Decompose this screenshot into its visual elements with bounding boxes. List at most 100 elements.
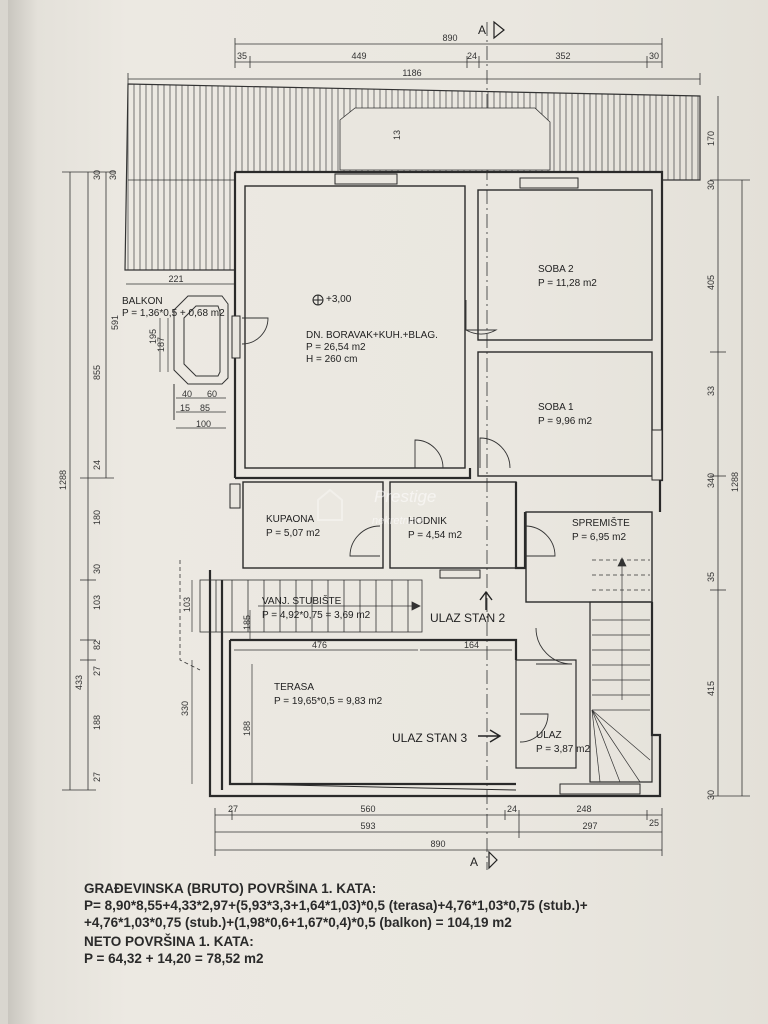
elevation-marker [312, 294, 324, 306]
terasa-area: P = 19,65*0,5 = 9,83 m2 [274, 696, 383, 707]
dim-bottom-248: 248 [576, 804, 591, 814]
dim-left-1288: 1288 [58, 470, 68, 490]
soba1-area: P = 9,96 m2 [538, 416, 592, 427]
stubiste-name: VANJ. STUBIŠTE [262, 594, 342, 607]
dim-left-27: 27 [92, 666, 102, 676]
dim-right-35: 35 [706, 572, 716, 582]
dim-balcony-15: 15 [180, 403, 190, 413]
dim-right-170: 170 [706, 131, 716, 146]
bottom-dimensions [214, 808, 663, 856]
soba2-area: P = 11,28 m2 [538, 278, 597, 289]
dim-bottom-890: 890 [430, 839, 445, 849]
dim-left-30: 30 [92, 170, 102, 180]
dim-right-30b: 30 [706, 790, 716, 800]
dim-bottom-593: 593 [360, 821, 375, 831]
roof-slope-13: 13 [392, 130, 402, 140]
section-mark-bottom: A [470, 855, 478, 869]
stubiste-area: P = 4,92*0,75 = 3,69 m2 [262, 610, 371, 621]
dim-left-27b: 27 [92, 772, 102, 782]
elevation-label: +3,00 [326, 294, 352, 305]
dim-bottom-560: 560 [360, 804, 375, 814]
hodnik-name: HODNIK [408, 516, 447, 527]
dim-terrace-330: 330 [180, 701, 190, 716]
balkon-name: BALKON [122, 296, 163, 307]
dim-terrace-164: 164 [464, 640, 479, 650]
entry-arrows [478, 590, 502, 743]
watermark-text: Prestige [374, 487, 436, 506]
door-swings [241, 300, 573, 743]
dim-left-433: 433 [74, 675, 84, 690]
dim-top-352: 352 [555, 51, 570, 61]
dim-top-449: 449 [351, 51, 366, 61]
soba2-name: SOBA 2 [538, 264, 574, 275]
dim-right-340: 340 [706, 473, 716, 488]
dim-right-415: 415 [706, 681, 716, 696]
dim-top-1186: 1186 [402, 68, 421, 78]
ulaz-name: ULAZ [536, 730, 562, 741]
bruto-title: GRAĐEVINSKA (BRUTO) POVRŠINA 1. KATA: [84, 881, 377, 896]
dim-top-30: 30 [649, 51, 659, 61]
left-dimensions [62, 171, 115, 791]
dim-balcony-85: 85 [200, 403, 210, 413]
external-stairs [179, 560, 423, 671]
ulaz-stan-3-label: ULAZ STAN 3 [392, 731, 467, 745]
terrace-dimensions [191, 580, 512, 784]
dim-bottom-25: 25 [649, 818, 659, 828]
right-dimensions [710, 96, 750, 797]
top-dimensions [127, 38, 701, 85]
dim-top-24: 24 [467, 51, 477, 61]
ulaz-stan-2-label: ULAZ STAN 2 [430, 611, 505, 625]
living-area: P = 26,54 m2 [306, 342, 366, 353]
spremiste-name: SPREMIŠTE [572, 516, 630, 529]
dim-left-855: 855 [92, 365, 102, 380]
neto-line: P = 64,32 + 14,20 = 78,52 m2 [84, 951, 264, 966]
balcony-dimensions [126, 283, 234, 429]
walls [208, 170, 664, 798]
dim-right-405: 405 [706, 275, 716, 290]
dim-left-30c: 30 [92, 564, 102, 574]
bruto-line-1: P= 8,90*8,55+4,33*2,97+(5,93*3,3+1,64*1,… [84, 898, 588, 913]
dim-left-591: 591 [110, 315, 120, 330]
bruto-line-2: +4,76*1,03*0,75 (stub.)+(1,98*0,6+1,67*0… [84, 915, 512, 930]
kupaona-area: P = 5,07 m2 [266, 528, 320, 539]
dim-balcony-187: 187 [156, 337, 166, 352]
balkon-area: P = 1,36*0,5 + 0,68 m2 [122, 308, 225, 319]
roof-overhang [124, 83, 701, 271]
dim-left-188: 188 [92, 715, 102, 730]
hodnik-area: P = 4,54 m2 [408, 530, 462, 541]
windows [229, 173, 663, 795]
dim-bottom-27: 27 [228, 804, 238, 814]
dim-balcony-195: 195 [148, 329, 158, 344]
dim-left-82: 82 [92, 640, 102, 650]
dim-right-30: 30 [706, 180, 716, 190]
dim-stair-185: 185 [242, 615, 252, 630]
dim-top-35: 35 [237, 51, 247, 61]
area-notes: GRAĐEVINSKA (BRUTO) POVRŠINA 1. KATA: P=… [84, 880, 744, 967]
dim-left-24: 24 [92, 460, 102, 470]
dim-bottom-297: 297 [582, 821, 597, 831]
dim-right-1288: 1288 [730, 472, 740, 492]
dim-terrace-188: 188 [242, 721, 252, 736]
ulaz-area: P = 3,87 m2 [536, 744, 590, 755]
living-height: H = 260 cm [306, 354, 357, 365]
section-mark-top: A [478, 23, 486, 37]
watermark-logo [317, 488, 343, 521]
dim-top-total: 890 [442, 33, 457, 43]
living-name: DN. BORAVAK+KUH.+BLAG. [306, 330, 438, 341]
kupaona-name: KUPAONA [266, 514, 314, 525]
dim-left-103: 103 [92, 595, 102, 610]
dim-balcony-40: 40 [182, 389, 192, 399]
section-line-a [486, 20, 505, 870]
terasa-name: TERASA [274, 682, 314, 693]
soba1-name: SOBA 1 [538, 402, 574, 413]
internal-stairs [591, 557, 651, 783]
spremiste-area: P = 6,95 m2 [572, 532, 626, 543]
dim-left-180: 180 [92, 510, 102, 525]
dim-balcony-221: 221 [168, 274, 183, 284]
dim-terrace-476: 476 [312, 640, 327, 650]
balcony [173, 295, 229, 420]
dim-right-33: 33 [706, 386, 716, 396]
dim-balcony-60: 60 [207, 389, 217, 399]
neto-title: NETO POVRŠINA 1. KATA: [84, 934, 254, 949]
